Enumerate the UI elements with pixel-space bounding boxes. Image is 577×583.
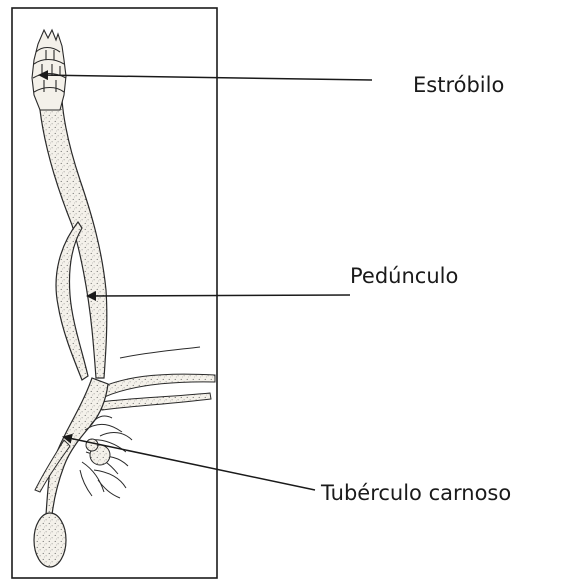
root-hairs [80,416,132,498]
leader-line-strobilus [40,75,372,80]
roots [92,347,215,410]
label-peduncle: Pedúnculo [350,264,458,288]
label-strobilus: Estróbilo [413,73,504,97]
leader-line-peduncle [88,295,350,296]
strobilus-cone [32,30,66,110]
label-tuber: Tubérculo carnoso [320,481,511,505]
tuber-bulb [34,513,66,567]
